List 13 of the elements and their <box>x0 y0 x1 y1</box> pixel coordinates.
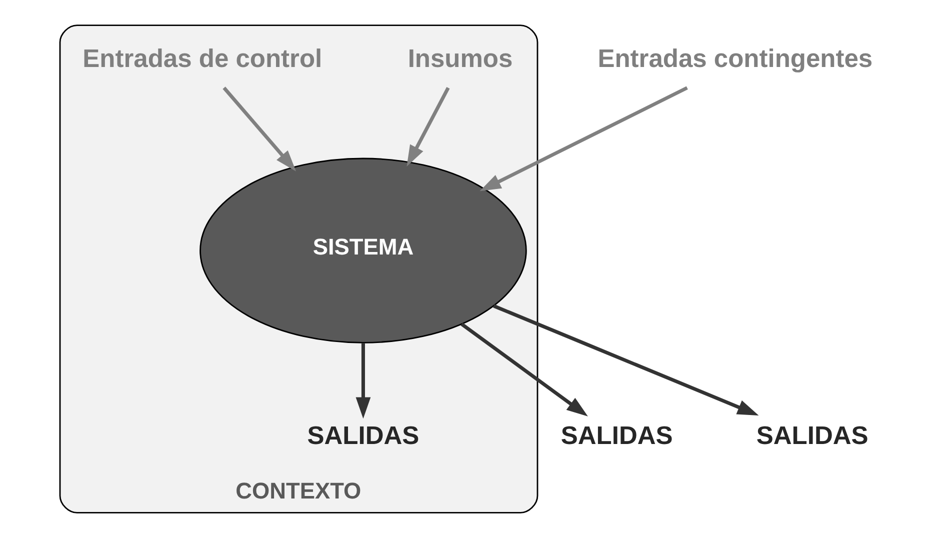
arrow <box>460 322 588 416</box>
node-text: SALIDAS <box>756 422 868 450</box>
node-text: SALIDAS <box>560 422 673 450</box>
node-text: Entradas de control <box>82 44 322 73</box>
node-text: Entradas contingentes <box>598 44 873 73</box>
arrow <box>480 86 688 192</box>
arrow <box>406 87 450 167</box>
node-text: Insumos <box>408 44 513 73</box>
node-text: SALIDAS <box>307 422 420 450</box>
arrow <box>493 304 759 416</box>
node-ellipse: SISTEMA <box>200 158 527 344</box>
arrow <box>222 86 296 172</box>
arrow <box>356 343 371 419</box>
